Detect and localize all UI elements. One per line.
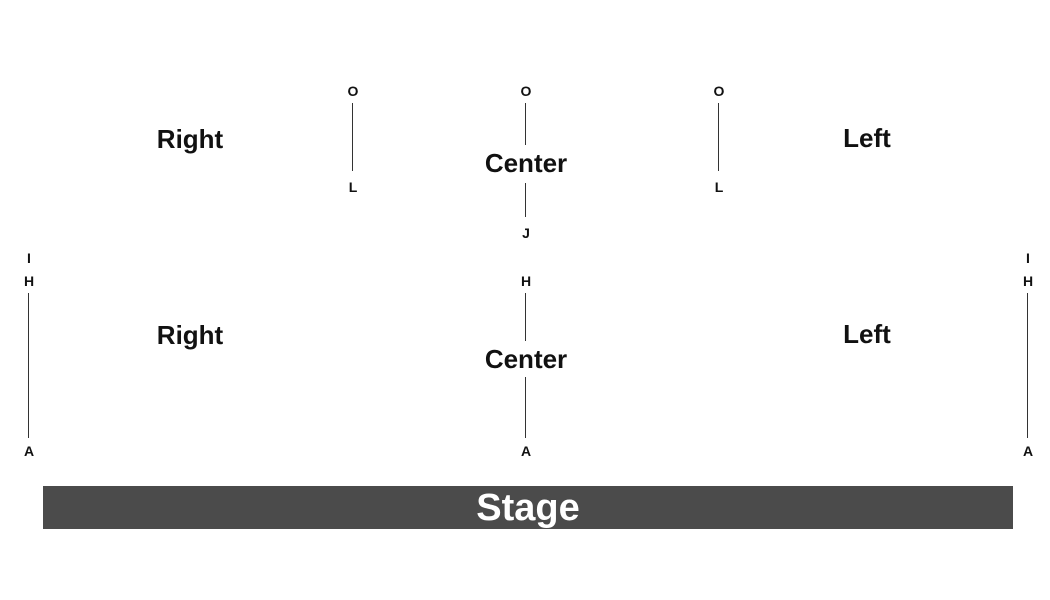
lower-center-line-top [525, 293, 526, 341]
lower-center-row-h: H [520, 273, 532, 289]
stage-bar: Stage [43, 486, 1013, 529]
upper-section-center-label: Center [484, 148, 568, 178]
lower-center-line-bottom [525, 377, 526, 438]
lower-section-left-label: Left [843, 319, 891, 349]
upper-section-right-label: Right [156, 124, 224, 154]
upper-center-aisle-line-bottom [525, 183, 526, 217]
upper-right-aisle-bottom-row: L [348, 179, 358, 195]
lower-far-right-row-a: A [1022, 443, 1034, 459]
lower-far-right-row-h: H [1022, 273, 1034, 289]
lower-section-center-label: Center [484, 344, 568, 374]
lower-far-right-row-i: I [1026, 250, 1030, 266]
upper-section-left-label: Left [843, 123, 891, 153]
upper-left-aisle-top-row: O [713, 83, 725, 99]
upper-center-aisle-line-top [525, 103, 526, 145]
lower-far-right-line [1027, 293, 1028, 438]
upper-right-aisle-line [352, 103, 353, 171]
upper-left-aisle-line [718, 103, 719, 171]
stage-label: Stage [476, 486, 580, 529]
upper-center-aisle-top-row: O [520, 83, 532, 99]
lower-section-right-label: Right [156, 320, 224, 350]
lower-far-left-row-i: I [27, 250, 31, 266]
lower-far-left-line [28, 293, 29, 438]
lower-far-left-row-a: A [23, 443, 35, 459]
upper-left-aisle-bottom-row: L [714, 179, 724, 195]
lower-far-left-row-h: H [23, 273, 35, 289]
lower-center-row-a: A [520, 443, 532, 459]
upper-center-aisle-bottom-row: J [522, 225, 530, 241]
upper-right-aisle-top-row: O [347, 83, 359, 99]
